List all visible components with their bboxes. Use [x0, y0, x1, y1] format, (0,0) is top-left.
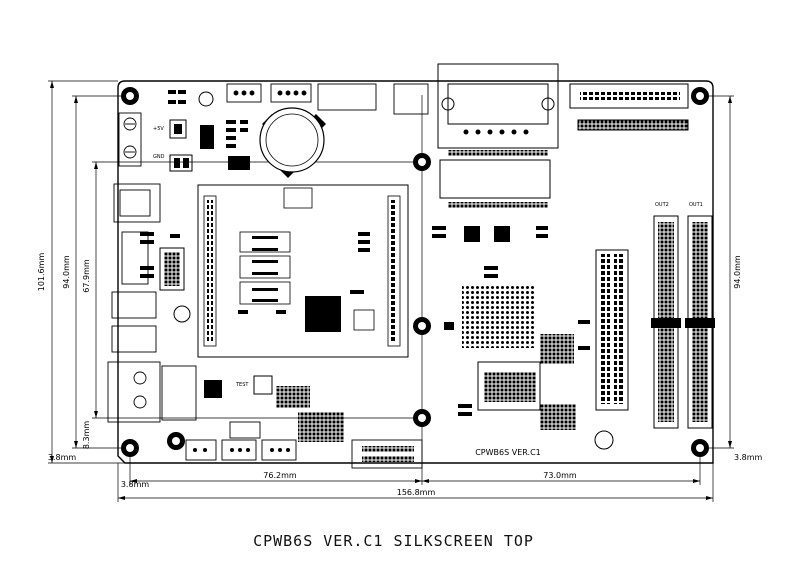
bga-chip — [444, 284, 534, 348]
left-mid-parts — [140, 232, 191, 323]
long-chip — [439, 150, 551, 208]
dim-width-left: 76.2mm — [263, 471, 297, 480]
dim-offset-right-bottom: 3.8mm — [734, 453, 763, 462]
dim-width-total: 156.8mm — [397, 488, 436, 497]
drawing-caption: CPWB6S VER.C1 SILKSCREEN TOP — [253, 532, 534, 550]
module-header-pins — [207, 200, 397, 342]
top-connectors — [226, 83, 429, 115]
power-labels: +5V GND — [153, 126, 165, 160]
bottom-connector-pins — [193, 375, 414, 462]
ethernet-pins — [463, 129, 529, 135]
dim-height-inner: 67.9mm — [82, 259, 91, 293]
board-outline — [117, 80, 714, 464]
battery-holder — [259, 107, 326, 178]
label-gnd: GND — [153, 154, 165, 160]
top-left-parts — [168, 90, 250, 172]
dim-height-right: 94.0mm — [733, 255, 742, 289]
mounting-holes — [121, 87, 709, 457]
cpu-module — [197, 184, 409, 358]
out-header-pins — [651, 222, 715, 422]
label-test: TEST — [235, 382, 249, 388]
c-elec-top — [198, 91, 214, 107]
left-connectors — [107, 112, 197, 423]
c-elec-right — [594, 430, 614, 450]
dim-offset-left-bottom: 3.8mm — [48, 453, 77, 462]
lower-right-parts — [458, 249, 629, 430]
label-out2: OUT2 — [655, 202, 669, 208]
label-plus5v: +5V — [153, 126, 164, 132]
dimension-arrows — [50, 81, 732, 500]
fpc-connector — [569, 83, 689, 131]
board-label: CPWB6S VER.C1 — [475, 448, 541, 457]
dim-offset-lower: 8.3mm — [82, 421, 91, 450]
ethernet-connector — [437, 63, 559, 149]
dim-height-left: 94.0mm — [62, 255, 71, 289]
bottom-connectors — [185, 421, 423, 469]
small-chips — [432, 226, 548, 278]
memory-chip — [477, 361, 541, 411]
label-out1: OUT1 — [689, 202, 703, 208]
fpc-pins — [580, 92, 680, 100]
dim-width-right: 73.0mm — [543, 471, 577, 480]
dim-height-total: 101.6mm — [37, 253, 46, 292]
dim-offset-bottom-x: 3.8mm — [121, 480, 150, 489]
